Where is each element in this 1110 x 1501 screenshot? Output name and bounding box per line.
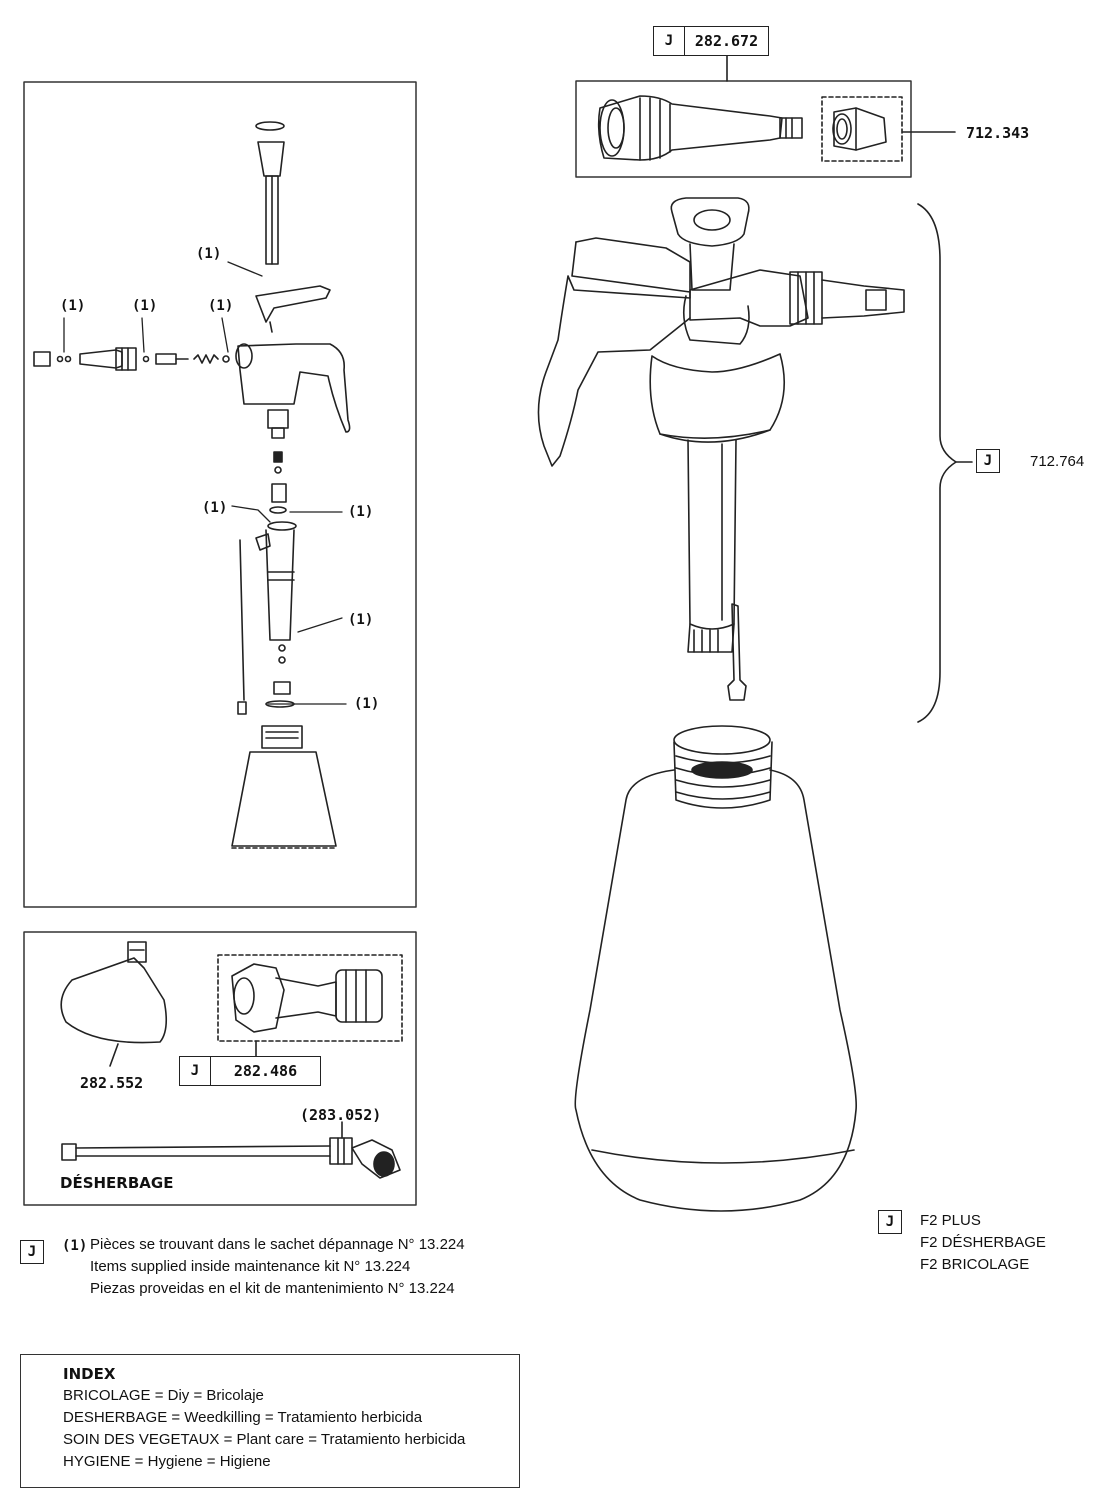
index-title: INDEX <box>63 1365 116 1383</box>
footnote-line-fr: Pièces se trouvant dans le sachet dépann… <box>90 1236 465 1253</box>
model-item: F2 BRICOLAGE <box>920 1256 1030 1273</box>
exploded-parts-drawing <box>33 121 351 849</box>
weed-lance-drawing <box>61 1121 401 1179</box>
index-line: BRICOLAGE = Diy = Bricolaje <box>63 1387 264 1404</box>
models-list: F2 PLUS F2 DÉSHERBAGE F2 BRICOLAGE <box>920 1210 1046 1276</box>
nozzle-ref-letter: J <box>180 1057 211 1085</box>
kit-marker: (1) <box>132 298 158 314</box>
index-line: DESHERBAGE = Weedkilling = Tratamiento h… <box>63 1409 423 1426</box>
index-line: HYGIENE = Hygiene = Higiene <box>63 1453 271 1470</box>
index-box: INDEX BRICOLAGE = Diy = Bricolaje DESHER… <box>20 1354 520 1488</box>
footnote-marker: (1) <box>62 1238 88 1254</box>
kit-code: 282.672 <box>694 32 759 50</box>
ref-letter: J <box>654 27 685 55</box>
model-item: F2 PLUS <box>920 1212 981 1229</box>
spray-cone-drawing <box>60 941 168 1067</box>
nozzle-code: 282.486 <box>233 1062 298 1080</box>
footnote-ref-letter: J <box>20 1240 44 1264</box>
lance-code: (283.052) <box>300 1106 382 1124</box>
cone-code: 282.552 <box>80 1074 144 1092</box>
nozzle-body-drawing <box>597 95 803 161</box>
assembly-brace <box>917 203 957 723</box>
pump-ref-letter: J <box>976 449 1000 473</box>
model-item: F2 DÉSHERBAGE <box>920 1234 1046 1251</box>
pump-assembly-code: 712.764 <box>1030 453 1085 470</box>
kit-marker: (1) <box>348 504 374 520</box>
footnote-line-en: Items supplied inside maintenance kit N°… <box>90 1258 411 1275</box>
marker-leaders <box>63 261 347 705</box>
nozzle-reference-box: J 282.486 <box>179 1056 321 1086</box>
kit-marker: (1) <box>354 696 380 712</box>
kit-marker: (1) <box>60 298 86 314</box>
pump-head-drawing <box>537 197 905 701</box>
side-part-code: 712.343 <box>966 124 1030 142</box>
kit-marker: (1) <box>208 298 234 314</box>
kit-marker: (1) <box>196 246 222 262</box>
lance-label: DÉSHERBAGE <box>60 1174 174 1192</box>
kit-marker: (1) <box>202 500 228 516</box>
models-ref-letter: J <box>878 1210 902 1234</box>
kit-reference-box: J 282.672 <box>653 26 769 56</box>
index-line: SOIN DES VEGETAUX = Plant care = Tratami… <box>63 1431 466 1448</box>
adjustable-nozzle-drawing <box>231 963 383 1057</box>
kit-marker: (1) <box>348 612 374 628</box>
footnote-line-es: Piezas proveidas en el kit de mantenimie… <box>90 1280 455 1297</box>
bottle-drawing <box>574 725 857 1212</box>
small-cap-drawing <box>832 107 887 151</box>
